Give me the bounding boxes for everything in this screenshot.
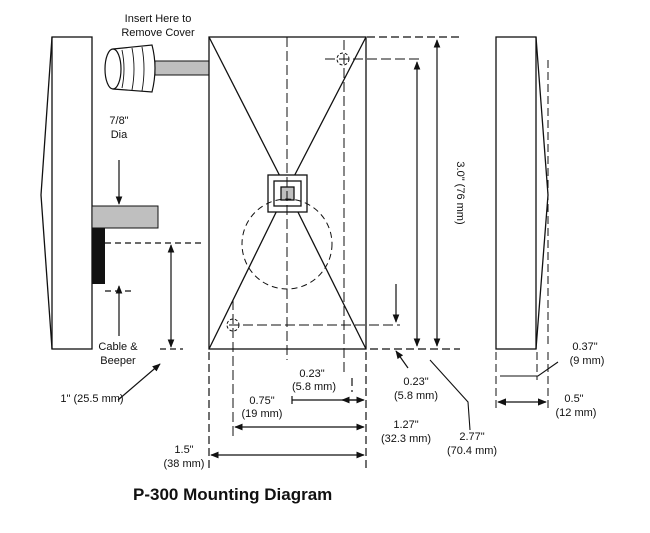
label-dim-277-in: 2.77" (459, 431, 484, 443)
label-dim-127-mm: (32.3 mm) (381, 433, 431, 445)
screw-holes (226, 52, 350, 332)
label-dia-line2: Dia (111, 129, 128, 141)
label-cable-line1: Cable & (98, 341, 138, 353)
mounting-post (91, 205, 159, 284)
label-dia-line1: 7/8" (109, 115, 128, 127)
cover-release-knob (104, 44, 210, 93)
label-insert-line2: Remove Cover (121, 27, 195, 39)
dia-arrows (105, 160, 205, 401)
label-dim-30: 3.0" (76 mm) (454, 161, 466, 224)
label-cable-line2: Beeper (100, 355, 136, 367)
label-dim-075-mm: (19 mm) (242, 408, 283, 420)
labels: Insert Here to Remove Cover 7/8" Dia Cab… (60, 13, 604, 470)
front-view (208, 36, 420, 440)
label-dim-15-mm: (38 mm) (164, 458, 205, 470)
label-dim-127-in: 1.27" (393, 419, 418, 431)
label-dim-15-in: 1.5" (174, 444, 193, 456)
label-insert-line1: Insert Here to (125, 13, 192, 25)
label-dim-075-in: 0.75" (249, 395, 274, 407)
label-dim-023-right-in: 0.23" (403, 376, 428, 388)
diagram-title: P-300 Mounting Diagram (133, 485, 333, 504)
label-dim-023-right-mm: (5.8 mm) (394, 390, 438, 402)
label-dim-023-left-in: 0.23" (299, 368, 324, 380)
left-side-view (40, 36, 93, 350)
label-dim-037-in: 0.37" (572, 341, 597, 353)
label-dim-05-in: 0.5" (564, 393, 583, 405)
label-dim-277-mm: (70.4 mm) (447, 445, 497, 457)
dimension-lines (208, 36, 471, 470)
right-side-view (495, 36, 559, 410)
label-dim-05-mm: (12 mm) (556, 407, 597, 419)
label-dim-023-left-mm: (5.8 mm) (292, 381, 336, 393)
label-dim-1in: 1" (25.5 mm) (60, 393, 123, 405)
label-dim-037-mm: (9 mm) (570, 355, 605, 367)
